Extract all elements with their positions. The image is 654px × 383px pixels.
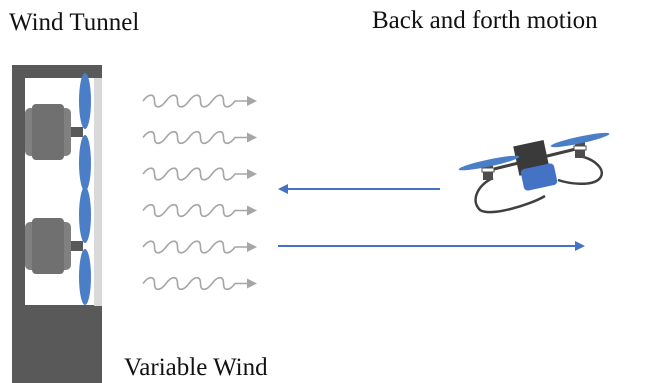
variable-wind-label: Variable Wind [124,354,268,381]
wind-arrows [142,94,257,291]
wind-tunnel-label: Wind Tunnel [9,9,140,36]
tunnel-top-bar [12,65,102,78]
wind-arrow [142,276,257,291]
motor-lower-cap [32,218,64,274]
motor-lower-shaft [71,241,83,251]
blade-lower-bottom [79,249,91,305]
wind-arrow [142,130,257,145]
wind-arrow [142,94,257,108]
motion-arrows [278,184,585,251]
fan-lower [25,187,91,305]
wind-tunnel [12,65,102,383]
drone-prop-left [458,155,520,171]
motor-upper-shaft [71,127,83,137]
tunnel-base [12,305,102,383]
drone [458,132,610,214]
motor-upper-cap [32,104,64,160]
tunnel-right-rail [94,78,102,306]
wind-arrow [142,240,257,254]
drone-battery [520,163,558,191]
wind-arrow [142,167,257,181]
drone-motor-right-cap [573,145,587,151]
fan-upper [25,73,91,191]
tunnel-left-post [12,65,25,310]
blade-upper-top [79,73,91,129]
blade-upper-bottom [79,135,91,191]
drone-motor-left-cap [481,167,495,173]
drone-prop-right [550,132,610,148]
blade-lower-top [79,187,91,243]
wind-arrow [142,203,257,218]
drone-leg-left [474,176,546,214]
drone-leg-right [557,154,604,185]
motion-label: Back and forth motion [372,7,598,34]
